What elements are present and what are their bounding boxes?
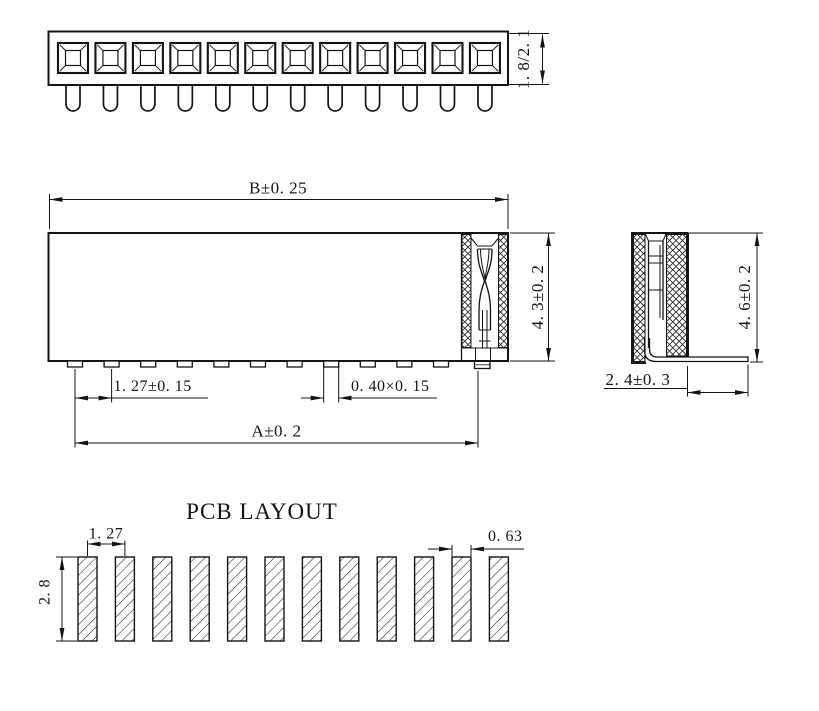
side-wall-hatch-right (666, 234, 687, 357)
top-view-pins (65, 85, 493, 112)
dim-label-pin-size: 0. 40×0. 15 (351, 378, 430, 395)
top-view-body (47, 30, 509, 86)
dim-label-pcb-pad-width: 0. 63 (488, 528, 523, 545)
side-contact (647, 241, 664, 348)
dimension-pcb-pitch: 1. 27 (87, 526, 126, 556)
top-view: 1. 8/2. 1 (47, 29, 549, 112)
pcb-pads (77, 556, 510, 642)
front-view: B±0. 25 4. 3±0. 2 1. 27±0. 15 0. 40×0. 1… (47, 179, 555, 448)
dim-label-top-height: 1. 8/2. 1 (514, 29, 533, 89)
side-view: 4. 6±0. 2 2. 4±0. 3 (604, 232, 763, 397)
pcb-layout: PCB LAYOUT 1. 27 0. 63 2. 8 (37, 499, 524, 642)
dimension-pcb-pad-height: 2. 8 (37, 556, 77, 642)
dim-label-pitch: 1. 27±0. 15 (114, 378, 192, 395)
front-section-cut (460, 233, 508, 370)
dim-label-side-height: 4. 6±0. 2 (735, 265, 754, 330)
section-wall-hatch-right (498, 234, 508, 348)
dimension-front-height: 4. 3±0. 2 (510, 232, 555, 362)
dim-label-pin-span: A±0. 2 (251, 422, 301, 441)
side-view-body-outline (631, 232, 688, 364)
dimension-front-width: B±0. 25 (49, 179, 509, 229)
dimension-side-height: 4. 6±0. 2 (688, 232, 763, 363)
dimension-pin-span: A±0. 2 (74, 369, 479, 448)
dim-label-pcb-pitch: 1. 27 (89, 526, 124, 543)
front-view-body (47, 232, 509, 362)
dimension-pcb-pad-width: 0. 63 (428, 528, 524, 556)
socket-openings (56, 41, 502, 75)
dimension-pin-size: 0. 40×0. 15 (301, 364, 437, 403)
contact-arm-right (484, 248, 493, 330)
dim-label-front-height: 4. 3±0. 2 (528, 265, 547, 330)
side-smt-lead (643, 338, 749, 363)
side-wall-hatch-left (633, 234, 646, 362)
pcb-layout-title: PCB LAYOUT (186, 499, 338, 524)
dim-label-front-width: B±0. 25 (249, 179, 307, 198)
dimension-pitch: 1. 27±0. 15 (75, 369, 208, 403)
dim-label-pcb-pad-height: 2. 8 (37, 579, 54, 605)
dimension-top-height: 1. 8/2. 1 (509, 29, 549, 89)
dim-label-side-lead: 2. 4±0. 3 (606, 370, 671, 389)
section-wall-hatch-left (461, 234, 472, 348)
dimension-side-lead: 2. 4±0. 3 (604, 364, 749, 397)
